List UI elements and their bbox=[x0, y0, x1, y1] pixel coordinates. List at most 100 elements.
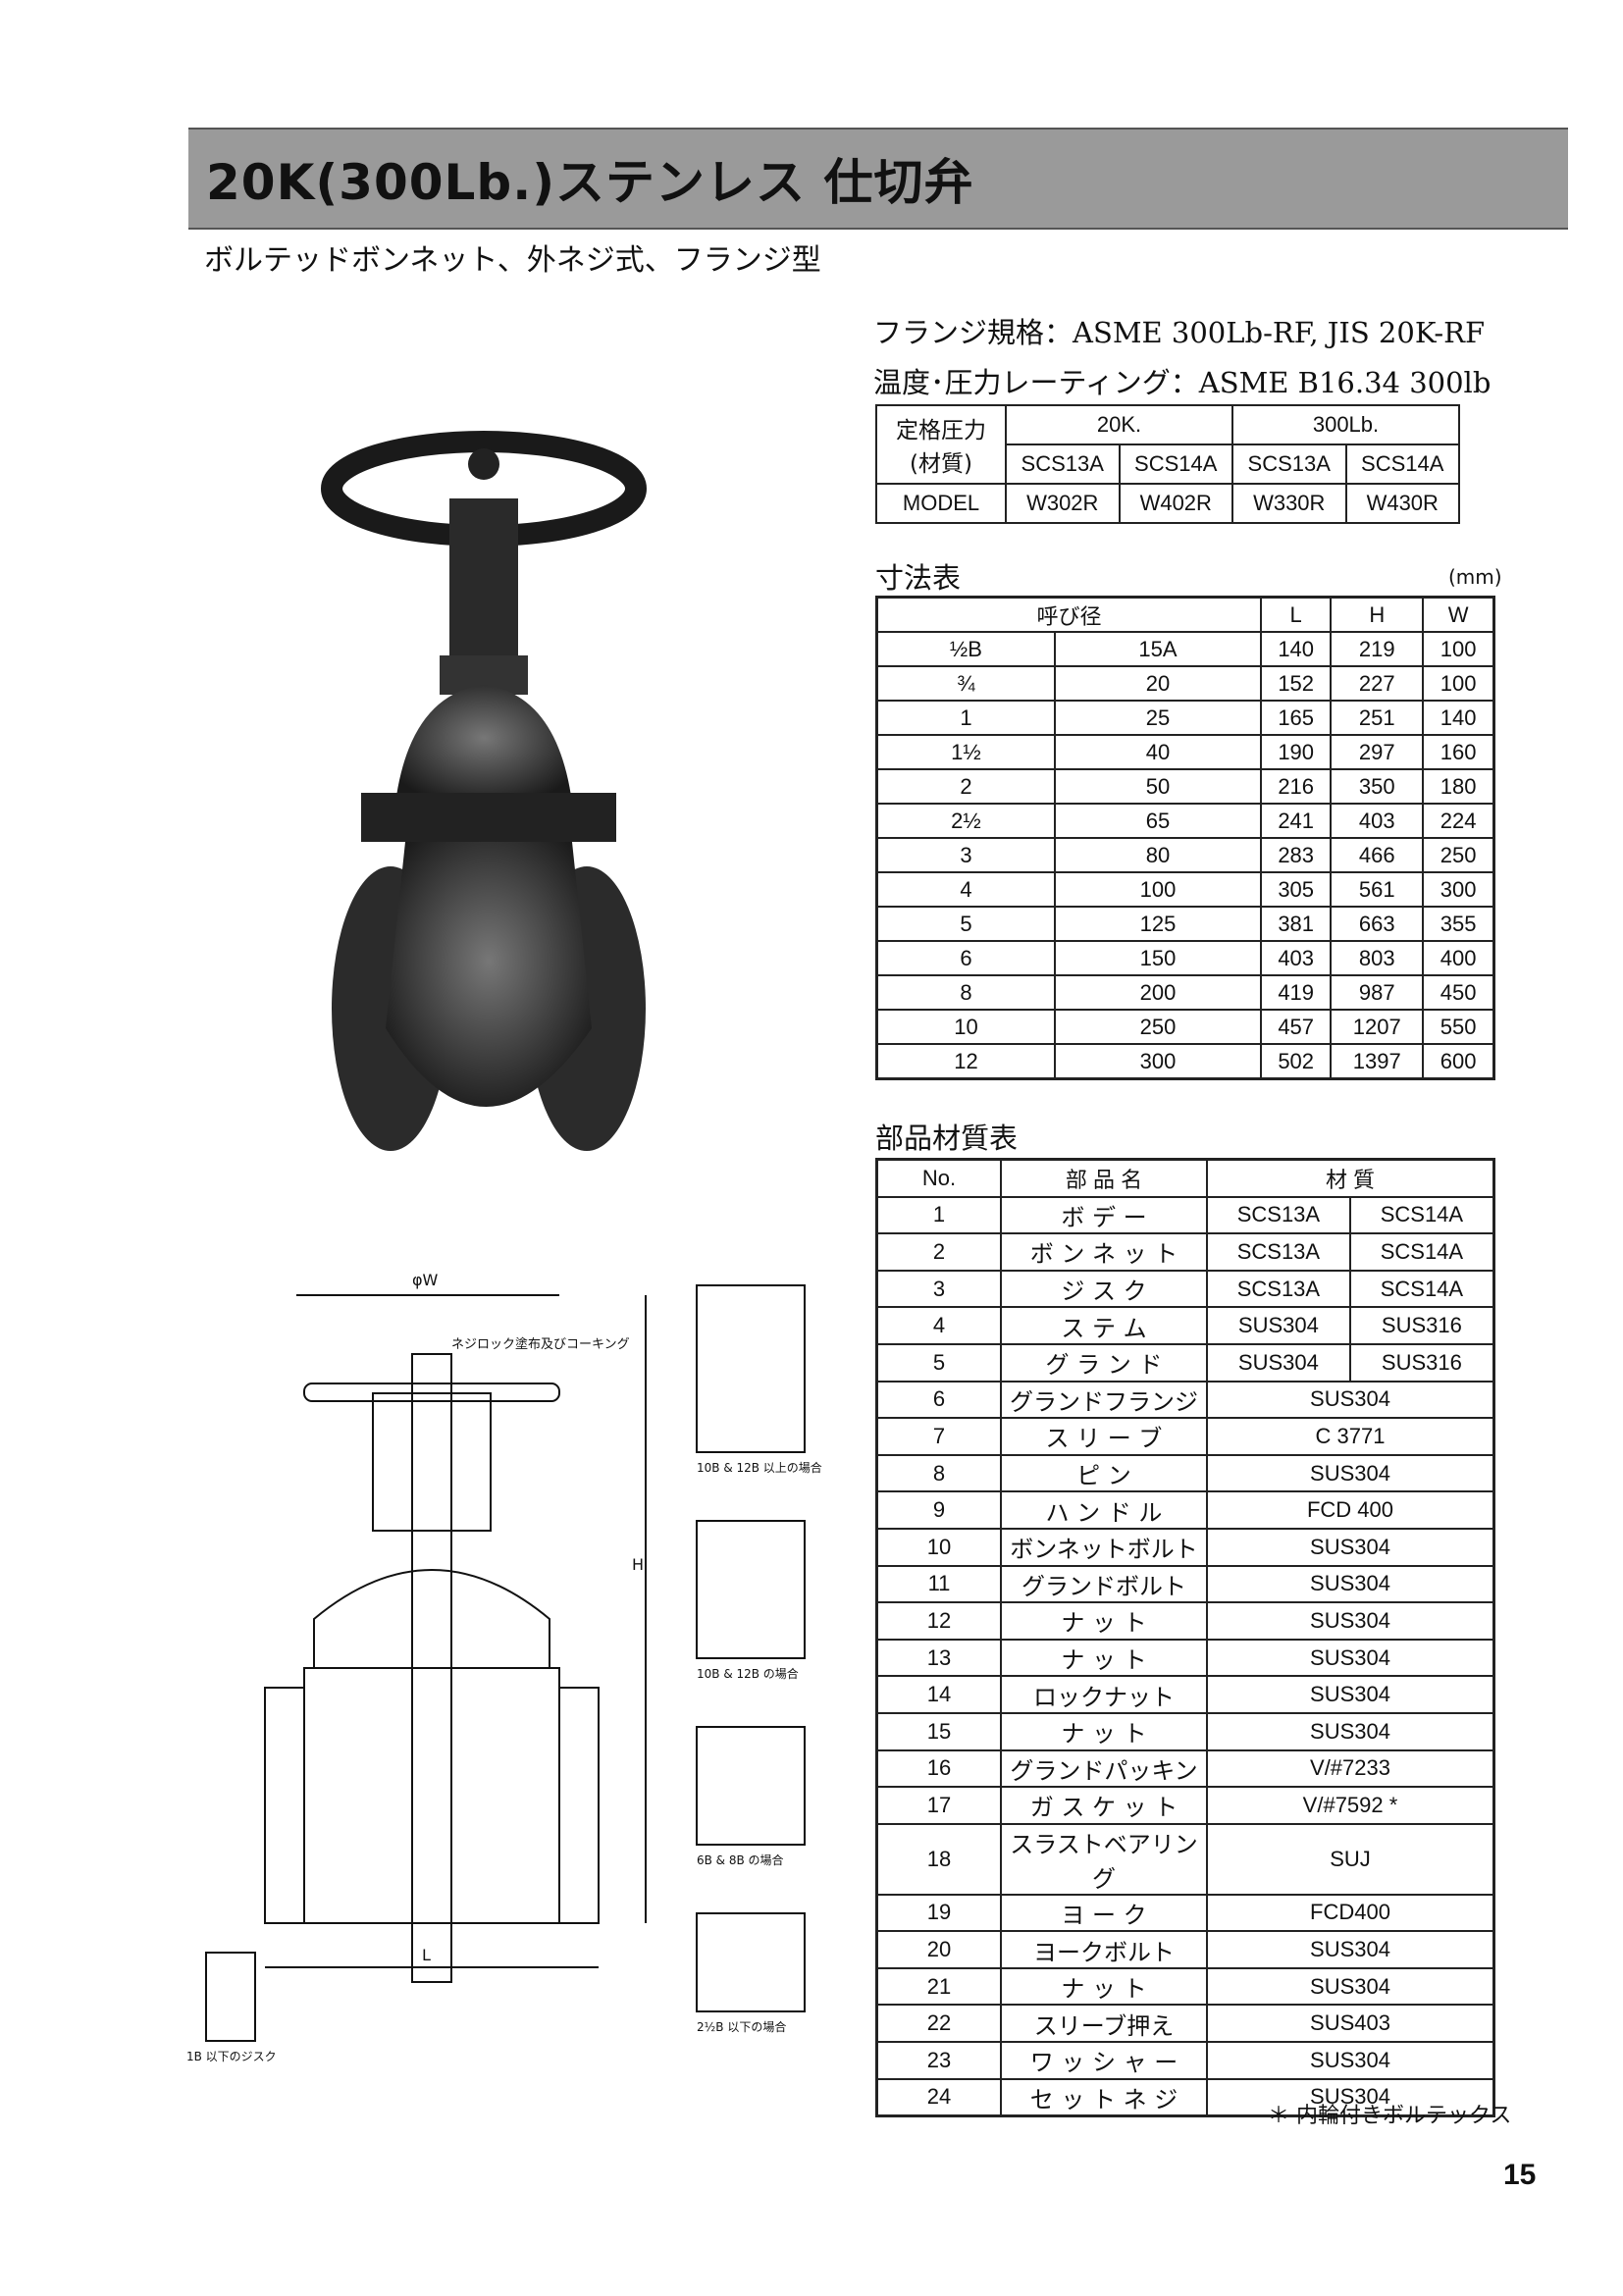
dim-h: 227 bbox=[1330, 665, 1425, 702]
rating-spec: 温度･圧力レーティング：ASME B16.34 300lb bbox=[873, 360, 1491, 401]
dim-header-l: L bbox=[1260, 596, 1333, 633]
part-name: ロックナット bbox=[1000, 1675, 1208, 1714]
part-material: SUS304 bbox=[1206, 1601, 1495, 1641]
dim-w: 160 bbox=[1422, 734, 1495, 770]
variant-4-note: 2½B 以下の場合 bbox=[697, 2019, 786, 2034]
part-material: V/#7233 bbox=[1206, 1748, 1495, 1789]
dim-size-inch: 12 bbox=[875, 1043, 1056, 1080]
part-material: SUS304 bbox=[1206, 1380, 1495, 1420]
dim-w: 600 bbox=[1422, 1043, 1495, 1080]
part-no: 11 bbox=[875, 1564, 1002, 1604]
dim-w: 400 bbox=[1422, 940, 1495, 976]
part-name: ハ ン ド ル bbox=[1000, 1490, 1208, 1530]
model-label: MODEL bbox=[875, 483, 1007, 524]
part-no: 3 bbox=[875, 1269, 1002, 1309]
cross-section-drawing: φW ネジロック塗布及びコーキング H L 1B 以下のジスク 10B & 12… bbox=[186, 1271, 822, 2063]
part-name: グランドボルト bbox=[1000, 1564, 1208, 1604]
dim-size-inch: 1 bbox=[875, 700, 1056, 736]
part-no: 14 bbox=[875, 1675, 1002, 1714]
part-name: ス リ ー ブ bbox=[1000, 1417, 1208, 1456]
handwheel-hub bbox=[468, 448, 499, 480]
yoke-shape bbox=[449, 498, 518, 685]
model-cell: W330R bbox=[1231, 483, 1347, 524]
parts-table-label: 部品材質表 bbox=[875, 1122, 1019, 1155]
part-material-2: SCS14A bbox=[1348, 1195, 1495, 1235]
part-no: 23 bbox=[875, 2041, 1002, 2080]
lock-note: ネジロック塗布及びコーキング bbox=[451, 1336, 630, 1352]
part-material: SUS304 bbox=[1206, 1675, 1495, 1714]
dim-w: 550 bbox=[1422, 1009, 1495, 1045]
dim-h: 251 bbox=[1330, 700, 1425, 736]
model-cell: W430R bbox=[1344, 483, 1460, 524]
dim-size-inch: ¾ bbox=[875, 665, 1056, 702]
disc-sketch bbox=[205, 1952, 256, 2042]
part-name: スラストベアリング bbox=[1000, 1822, 1208, 1896]
dim-l: 502 bbox=[1260, 1043, 1333, 1080]
part-material: C 3771 bbox=[1206, 1417, 1495, 1456]
variant-3-sketch bbox=[696, 1726, 806, 1846]
dim-size-a: 250 bbox=[1053, 1009, 1263, 1045]
disc-note: 1B 以下のジスク bbox=[186, 2050, 277, 2063]
part-no: 1 bbox=[875, 1195, 1002, 1235]
dim-size-inch: 3 bbox=[875, 837, 1056, 873]
dim-w: 250 bbox=[1422, 837, 1495, 873]
parts-header-name: 部 品 名 bbox=[1000, 1158, 1208, 1198]
dim-size-inch: 10 bbox=[875, 1009, 1056, 1045]
dim-w: 450 bbox=[1422, 974, 1495, 1011]
title-bar: 20K(300Lb.)ステンレス 仕切弁 bbox=[188, 128, 1568, 230]
footnote: ＊ 内輪付きボルテックス bbox=[1268, 2104, 1512, 2128]
parts-header-material: 材 質 bbox=[1206, 1158, 1495, 1198]
dim-l: 140 bbox=[1260, 631, 1333, 667]
part-no: 7 bbox=[875, 1417, 1002, 1456]
l-label: L bbox=[422, 1946, 431, 1964]
part-material: FCD 400 bbox=[1206, 1490, 1495, 1530]
dim-l: 305 bbox=[1260, 871, 1333, 908]
dim-w: 140 bbox=[1422, 700, 1495, 736]
dim-size-inch: 6 bbox=[875, 940, 1056, 976]
dim-l: 241 bbox=[1260, 803, 1333, 839]
part-name: ピ ン bbox=[1000, 1453, 1208, 1493]
dim-size-a: 15A bbox=[1053, 631, 1263, 667]
dim-w: 100 bbox=[1422, 631, 1495, 667]
dim-l: 419 bbox=[1260, 974, 1333, 1011]
dim-h: 466 bbox=[1330, 837, 1425, 873]
dim-size-a: 40 bbox=[1053, 734, 1263, 770]
part-no: 15 bbox=[875, 1711, 1002, 1751]
part-name: ガ ス ケ ッ ト bbox=[1000, 1786, 1208, 1825]
h-label: H bbox=[632, 1555, 644, 1574]
part-name: ス テ ム bbox=[1000, 1306, 1208, 1345]
valve-photo bbox=[321, 431, 647, 1151]
part-name: グ ラ ン ド bbox=[1000, 1342, 1208, 1383]
part-name: ヨ ー ク bbox=[1000, 1893, 1208, 1933]
dim-l: 190 bbox=[1260, 734, 1333, 770]
part-no: 4 bbox=[875, 1306, 1002, 1345]
dim-size-a: 100 bbox=[1053, 871, 1263, 908]
part-material: SUS304 bbox=[1206, 1930, 1495, 1969]
dim-size-inch: ½B bbox=[875, 631, 1056, 667]
dim-h: 1207 bbox=[1330, 1009, 1425, 1045]
rating-label-line2: (材質) bbox=[910, 451, 972, 477]
dim-size-a: 300 bbox=[1053, 1043, 1263, 1080]
dim-l: 403 bbox=[1260, 940, 1333, 976]
dim-w: 100 bbox=[1422, 665, 1495, 702]
part-material-1: SCS13A bbox=[1206, 1232, 1351, 1272]
dimension-unit: (mm) bbox=[1448, 565, 1502, 589]
part-material: SUS304 bbox=[1206, 1711, 1495, 1751]
dimension-table-label: 寸法表 bbox=[875, 561, 962, 595]
